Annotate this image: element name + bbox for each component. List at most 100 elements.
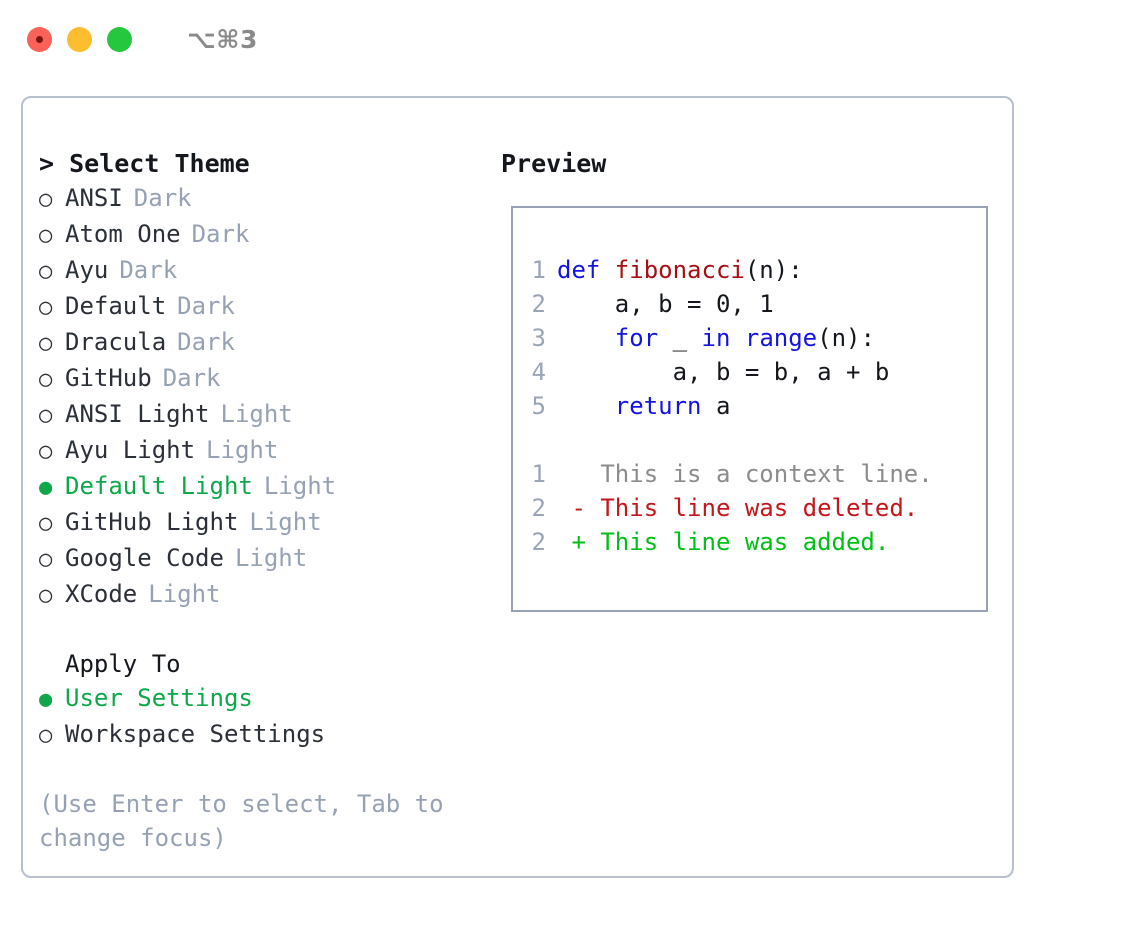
theme-option-github[interactable]: ○ GitHub Dark — [39, 361, 493, 397]
radio-unselected-icon: ○ — [39, 583, 53, 608]
token-plain: a — [701, 392, 731, 420]
theme-option-label: Ayu — [65, 256, 109, 284]
theme-option-label: Google Code — [65, 544, 224, 572]
theme-option-mode-badge: Light — [249, 508, 322, 536]
line-number: 2 — [531, 290, 546, 318]
theme-option-label: GitHub Light — [65, 508, 239, 536]
line-number: 3 — [531, 324, 546, 352]
token-kw: return — [614, 392, 702, 420]
code-line: 2 a, b = 0, 1 — [513, 287, 986, 321]
diff-line: 2 - This line was deleted. — [513, 491, 986, 525]
token-add: + This line was added. — [557, 528, 890, 556]
theme-option-atom-one[interactable]: ○ Atom One Dark — [39, 217, 493, 253]
code-text: a, b = b, a + b — [557, 355, 890, 389]
radio-unselected-icon: ○ — [39, 547, 53, 572]
title-bar: ⌥⌘3 — [0, 0, 1140, 78]
theme-option-mode-badge: Light — [148, 580, 221, 608]
window-controls — [27, 26, 132, 52]
code-text: def fibonacci(n): — [557, 253, 803, 287]
theme-option-mode-badge: Dark — [191, 220, 250, 248]
theme-option-ansi[interactable]: ○ ANSI Dark — [39, 181, 493, 217]
line-number: 2 — [531, 528, 546, 556]
code-text: for _ in range(n): — [557, 321, 875, 355]
radio-unselected-icon: ○ — [39, 367, 53, 392]
radio-unselected-icon: ○ — [39, 439, 53, 464]
maximize-button[interactable] — [107, 26, 132, 52]
token-plain: (n): — [744, 256, 803, 284]
theme-option-label: ANSI — [65, 184, 123, 212]
theme-option-label: Ayu Light — [65, 436, 196, 464]
theme-option-label: XCode — [65, 580, 138, 608]
token-plain: _ — [658, 324, 702, 352]
radio-unselected-icon: ○ — [39, 259, 53, 284]
token-del: - This line was deleted. — [557, 494, 919, 522]
line-number: 5 — [531, 392, 546, 420]
apply-to-option-user-settings[interactable]: ● User Settings — [39, 681, 493, 717]
code-text: - This line was deleted. — [557, 491, 918, 525]
apply-to-option-label: Workspace Settings — [65, 720, 326, 748]
minimize-button[interactable] — [67, 26, 92, 52]
radio-selected-icon: ● — [39, 475, 53, 500]
theme-option-mode-badge: Dark — [133, 184, 192, 212]
theme-option-label: ANSI Light — [65, 400, 210, 428]
code-line: 1 def fibonacci(n): — [513, 253, 986, 287]
theme-option-mode-badge: Dark — [162, 364, 221, 392]
keyboard-shortcut-label: ⌥⌘3 — [187, 24, 258, 54]
theme-option-label: Default — [65, 292, 167, 320]
theme-option-mode-badge: Light — [263, 472, 337, 500]
select-theme-heading: > Select Theme — [39, 149, 250, 178]
token-kw: def — [557, 256, 615, 284]
theme-option-mode-badge: Dark — [119, 256, 178, 284]
radio-unselected-icon: ○ — [39, 223, 53, 248]
apply-to-option-workspace-settings[interactable]: ○Workspace Settings — [39, 717, 493, 753]
code-text: This is a context line. — [557, 457, 932, 491]
radio-unselected-icon: ○ — [39, 511, 53, 536]
radio-unselected-icon: ○ — [39, 403, 53, 428]
line-number: 1 — [531, 256, 546, 284]
token-kw: range — [744, 324, 818, 352]
code-text: a, b = 0, 1 — [557, 287, 774, 321]
line-number: 4 — [531, 358, 546, 386]
theme-option-label: GitHub — [65, 364, 152, 392]
token-fn: fibonacci — [614, 256, 745, 284]
theme-option-google-code[interactable]: ○ Google Code Light — [39, 541, 493, 577]
line-number: 1 — [531, 460, 546, 488]
radio-selected-icon: ● — [39, 687, 53, 712]
radio-unselected-icon: ○ — [39, 331, 53, 356]
theme-option-ayu[interactable]: ○ Ayu Dark — [39, 253, 493, 289]
diff-sample: 1 This is a context line.2 - This line w… — [513, 457, 986, 559]
preview-heading: Preview — [501, 149, 607, 178]
token-kw: in — [701, 324, 731, 352]
line-number: 2 — [531, 494, 546, 522]
code-line: 5 return a — [513, 389, 986, 423]
token-plain — [557, 324, 615, 352]
token-plain: a, b = b, a + b — [557, 358, 890, 386]
theme-option-mode-badge: Light — [220, 400, 293, 428]
radio-unselected-icon: ○ — [39, 187, 53, 212]
token-kw: for — [614, 324, 659, 352]
theme-option-ansi-light[interactable]: ○ ANSI Light Light — [39, 397, 493, 433]
token-plain — [557, 392, 615, 420]
theme-option-xcode[interactable]: ○ XCode Light — [39, 577, 493, 613]
theme-option-github-light[interactable]: ○ GitHub Light Light — [39, 505, 493, 541]
diff-line: 2 + This line was added. — [513, 525, 986, 559]
apply-to-heading: Apply To — [65, 650, 181, 678]
keyboard-hint-text: (Use Enter to select, Tab to change focu… — [39, 790, 459, 852]
token-plain: a, b = 0, 1 — [557, 290, 774, 318]
code-diff-spacer — [513, 423, 986, 457]
theme-option-mode-badge: Light — [234, 544, 308, 572]
close-button[interactable] — [27, 26, 52, 52]
apply-to-option-list[interactable]: ● User Settings ○Workspace Settings — [39, 681, 493, 753]
apply-to-option-label: User Settings — [65, 684, 253, 712]
token-plain — [730, 324, 744, 352]
theme-option-label: Atom One — [65, 220, 181, 248]
